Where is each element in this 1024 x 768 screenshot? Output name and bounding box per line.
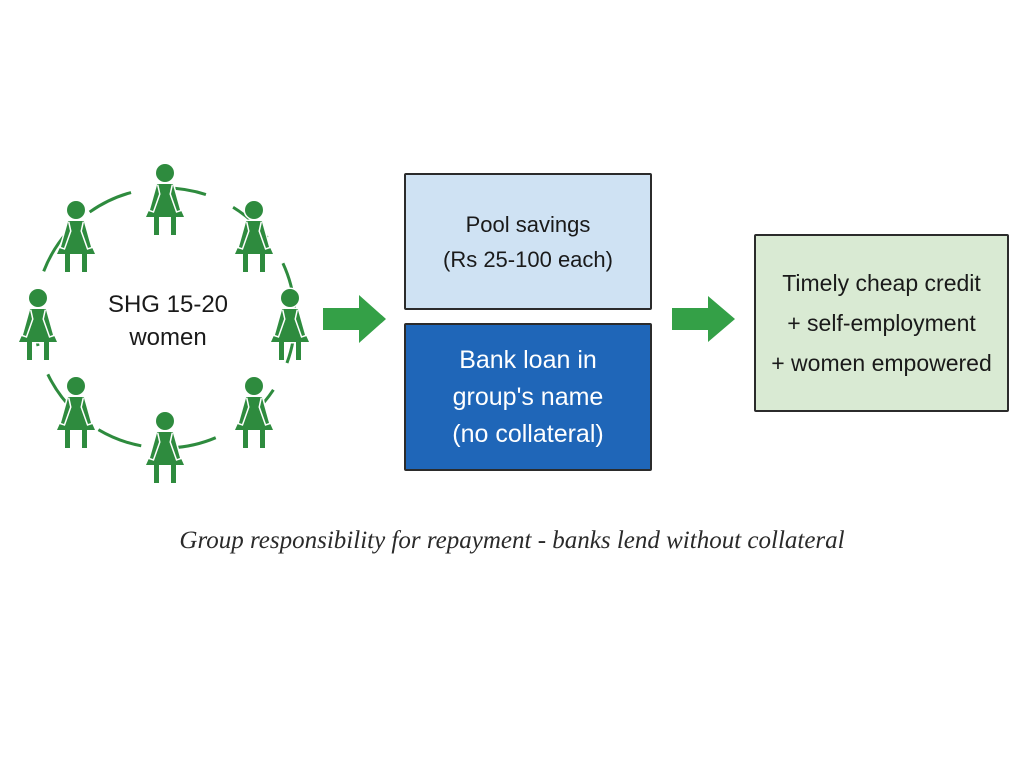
arrow-right-icon <box>672 296 735 342</box>
group-label: SHG 15-20 women <box>88 288 248 354</box>
woman-figure-icon <box>17 287 59 362</box>
outcome-line2: + self-employment <box>787 310 976 336</box>
bank-loan-box: Bank loan in group's name (no collateral… <box>404 323 652 471</box>
bank-loan-line2: group's name <box>452 382 604 411</box>
group-label-line1: SHG 15-20 <box>107 291 229 318</box>
outcome-line1: Timely cheap credit <box>782 270 981 296</box>
group-label-line2: women <box>129 324 207 351</box>
bank-loan-line3: (no collateral) <box>452 419 604 448</box>
woman-figure-icon <box>233 375 275 450</box>
outcome-box: Timely cheap credit + self-employment + … <box>754 234 1009 412</box>
arrow-right-icon <box>323 295 386 343</box>
outcome-line3: + women empowered <box>771 350 992 376</box>
woman-figure-icon <box>55 375 97 450</box>
pool-savings-amount: (Rs 25-100 each) <box>443 246 613 272</box>
pool-savings-box: Pool savings (Rs 25-100 each) <box>404 173 652 310</box>
woman-figure-icon <box>55 199 97 274</box>
woman-figure-icon <box>144 162 186 237</box>
pool-savings-title: Pool savings <box>465 211 591 237</box>
woman-figure-icon <box>144 410 186 485</box>
diagram-caption: Group responsibility for repayment - ban… <box>179 527 845 554</box>
bank-loan-line1: Bank loan in <box>459 345 597 374</box>
